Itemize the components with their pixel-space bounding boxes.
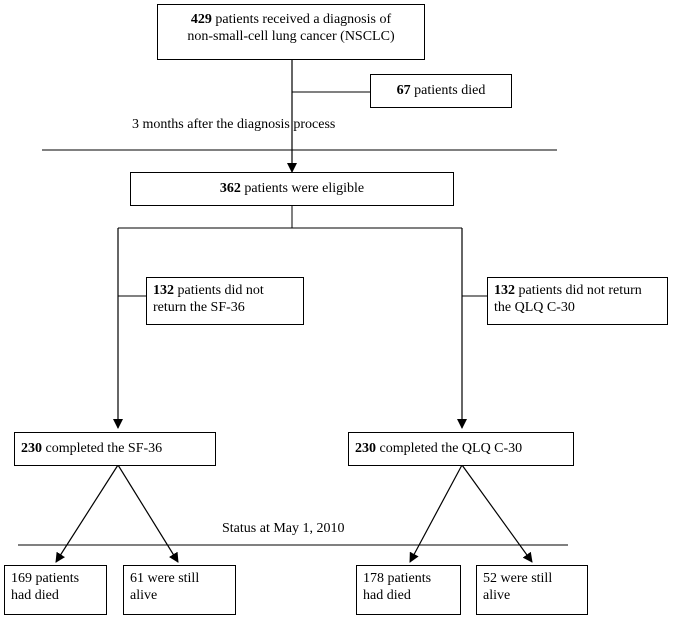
died-text: patients died [410,83,486,98]
completed-qlq-text: completed the QLQ C-30 [376,441,523,456]
diagnosis-text-line2: non-small-cell lung cancer (NSCLC) [187,29,395,44]
no-sf36-text-line2: return the SF-36 [153,300,245,315]
diagnosis-count: 429 [190,12,212,27]
no-qlq-text-line1: patients did not return [515,283,642,298]
sf36-alive-line2: alive [130,588,158,603]
sf36-died-line2: had died [11,588,59,603]
eligible-box: 362 patients were eligible [130,172,454,206]
qlq-died-box: 178 patients had died [356,565,461,615]
qlq-died-line1: 178 patients [363,571,432,586]
sf36-died-box: 169 patients had died [4,565,107,615]
completed-qlq-count: 230 [355,441,376,456]
qlq-alive-line1: 52 were still [483,571,553,586]
three-months-label: 3 months after the diagnosis process [132,117,336,132]
no-qlq-count: 132 [494,283,515,298]
diagnosis-box: 429 patients received a diagnosis of non… [157,4,425,60]
eligible-text: patients were eligible [240,181,365,196]
qlq-alive-box: 52 were still alive [476,565,588,615]
completed-sf36-box: 230 completed the SF-36 [14,432,216,466]
diagnosis-text-line1: patients received a diagnosis of [211,12,392,27]
died-count: 67 [396,83,411,98]
sf36-alive-arrow [117,464,179,563]
no-qlq-text-line2: the QLQ C-30 [494,300,575,315]
no-sf36-box: 132 patients did not return the SF-36 [146,277,304,325]
completed-sf36-text: completed the SF-36 [42,441,163,456]
eligible-count: 362 [219,181,241,196]
no-sf36-count: 132 [153,283,174,298]
qlq-died-line2: had died [363,588,411,603]
sf36-died-arrow [55,464,119,563]
sf36-died-line1: 169 patients [11,571,80,586]
died-box: 67 patients died [370,74,512,108]
completed-sf36-count: 230 [21,441,42,456]
qlq-alive-line2: alive [483,588,511,603]
completed-qlq-box: 230 completed the QLQ C-30 [348,432,574,466]
no-qlq-box: 132 patients did not return the QLQ C-30 [487,277,668,325]
status-label: Status at May 1, 2010 [222,521,345,536]
qlq-died-arrow [409,464,463,563]
sf36-alive-line1: 61 were still [130,571,200,586]
qlq-alive-arrow [461,464,533,563]
sf36-alive-box: 61 were still alive [123,565,236,615]
no-sf36-text-line1: patients did not [174,283,264,298]
